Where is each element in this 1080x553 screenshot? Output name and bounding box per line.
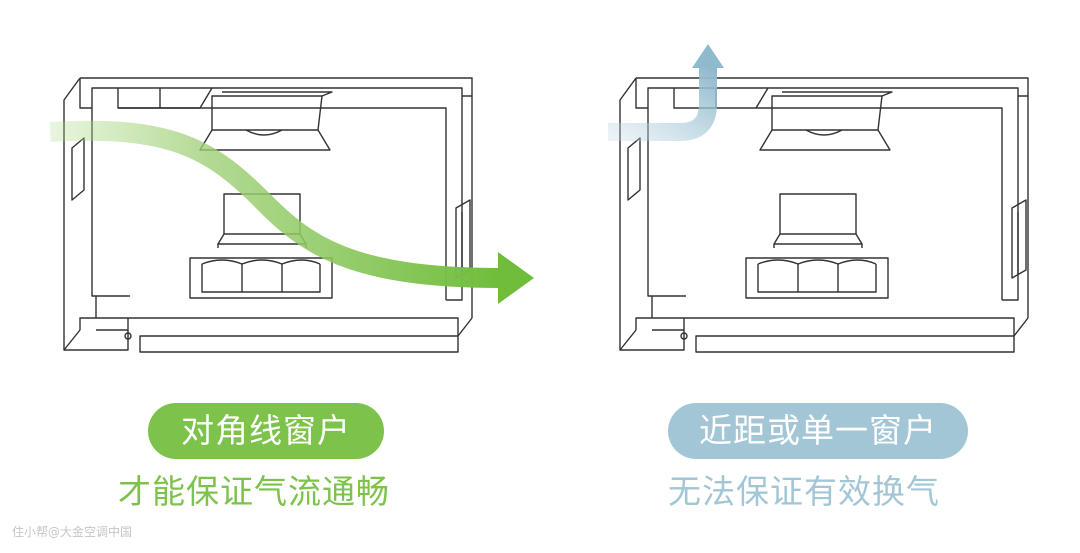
sofa	[745, 257, 889, 299]
blue-arrow-head-icon	[692, 44, 724, 68]
single-window-label: 近距或单一窗户	[668, 403, 968, 459]
single-window-subtitle: 无法保证有效换气	[668, 472, 940, 511]
diagonal-window-label: 对角线窗户	[148, 403, 384, 459]
diagonal-window-subtitle: 才能保证气流通畅	[118, 472, 390, 511]
tv	[211, 95, 323, 131]
diagonal-window-panel: 对角线窗户 才能保证气流通畅	[49, 77, 534, 511]
room-walls	[619, 77, 1029, 353]
room-plan-diagonal	[49, 77, 534, 353]
watermark: 住小帮@大金空调中国	[12, 525, 133, 539]
left-window	[627, 137, 641, 201]
single-window-panel: 近距或单一窗户 无法保证有效换气	[540, 0, 1080, 553]
top-window	[673, 87, 769, 109]
coffee-table	[779, 193, 857, 235]
room-walls	[63, 77, 473, 353]
right-window	[455, 199, 471, 279]
top-window	[117, 87, 213, 109]
blue-short-up-arrow-icon	[608, 66, 717, 141]
tv	[771, 95, 883, 131]
room-plan-single	[608, 44, 1029, 353]
green-arrow-head-icon	[498, 252, 534, 304]
sofa	[189, 257, 333, 299]
green-diagonal-arrow-icon	[49, 120, 501, 288]
right-window	[1011, 199, 1027, 279]
left-window	[71, 137, 85, 201]
